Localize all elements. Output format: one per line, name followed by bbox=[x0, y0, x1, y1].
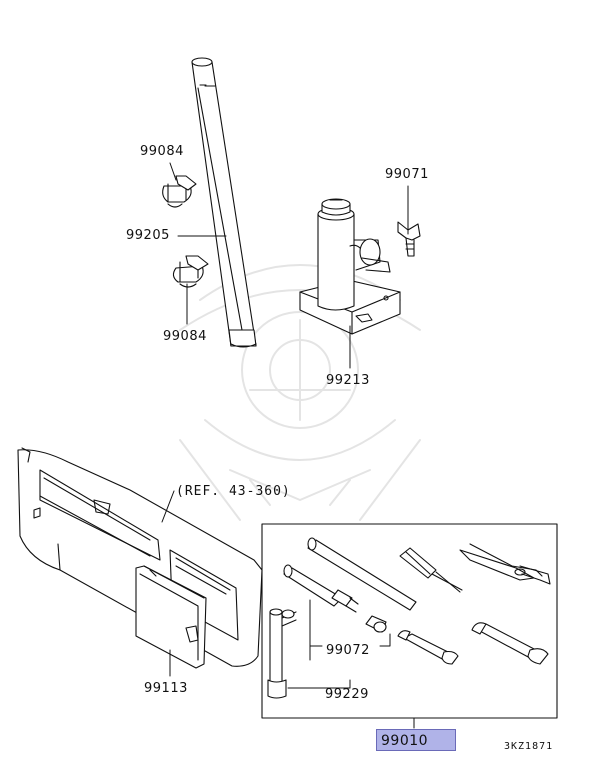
label-99072: 99072 bbox=[326, 643, 370, 658]
wheel-brace bbox=[283, 564, 359, 613]
leader-lines bbox=[161, 162, 415, 729]
label-ref: (REF. 43-360) bbox=[176, 484, 291, 499]
wrench-large bbox=[471, 622, 549, 665]
label-99113: 99113 bbox=[144, 681, 188, 696]
socket-adapter bbox=[365, 615, 387, 633]
tool-box-lid bbox=[135, 565, 207, 669]
tool-kit-frame bbox=[261, 523, 558, 719]
label-99084-top: 99084 bbox=[140, 144, 184, 159]
jack-handle-bar bbox=[191, 57, 257, 348]
label-99213: 99213 bbox=[326, 373, 370, 388]
extension-bar bbox=[307, 537, 417, 611]
label-99071: 99071 bbox=[385, 167, 429, 182]
box-wrench-socket bbox=[267, 608, 297, 699]
highlighted-part-box: 99010 bbox=[376, 729, 456, 751]
label-99229: 99229 bbox=[325, 687, 369, 702]
wrench-small bbox=[397, 630, 459, 665]
label-99205: 99205 bbox=[126, 228, 170, 243]
clip-bottom bbox=[172, 255, 209, 288]
screwdriver bbox=[399, 547, 463, 593]
wing-bolt bbox=[397, 221, 421, 257]
bottle-jack bbox=[299, 198, 401, 335]
diagram-code: 3KZ1871 bbox=[504, 741, 554, 752]
label-99084-bottom: 99084 bbox=[163, 329, 207, 344]
label-99010: 99010 bbox=[381, 733, 429, 749]
pliers bbox=[459, 543, 551, 585]
clip-top bbox=[162, 175, 197, 208]
